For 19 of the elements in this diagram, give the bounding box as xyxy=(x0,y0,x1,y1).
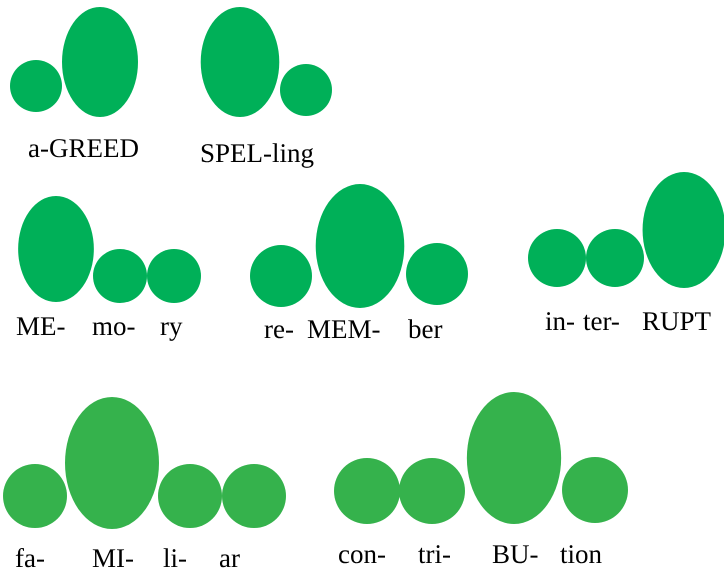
syllable-label: ar xyxy=(219,545,240,572)
syllable-label: re- xyxy=(264,316,294,343)
syllable-label: mo- xyxy=(92,313,136,340)
syllable-label: MEM- xyxy=(307,316,380,343)
syllable-label: fa- xyxy=(15,545,45,572)
syllable-label: ME- xyxy=(16,313,66,340)
syllable-label: li- xyxy=(163,545,187,572)
syllable-label: ter- xyxy=(583,308,620,335)
syllable-label: con- xyxy=(338,541,386,568)
syllable-label: MI- xyxy=(92,545,134,572)
syllable-label: ber xyxy=(408,316,442,343)
syllable-label: ry xyxy=(160,313,182,340)
syllable-label: SPEL-ling xyxy=(200,140,314,167)
syllable-label: in- xyxy=(545,308,575,335)
syllable-label: a-GREED xyxy=(28,135,139,162)
syllable-label: BU- xyxy=(492,541,538,568)
syllable-label: tri- xyxy=(418,541,451,568)
syllable-label: RUPT xyxy=(642,308,712,335)
syllable-label: tion xyxy=(560,541,602,568)
